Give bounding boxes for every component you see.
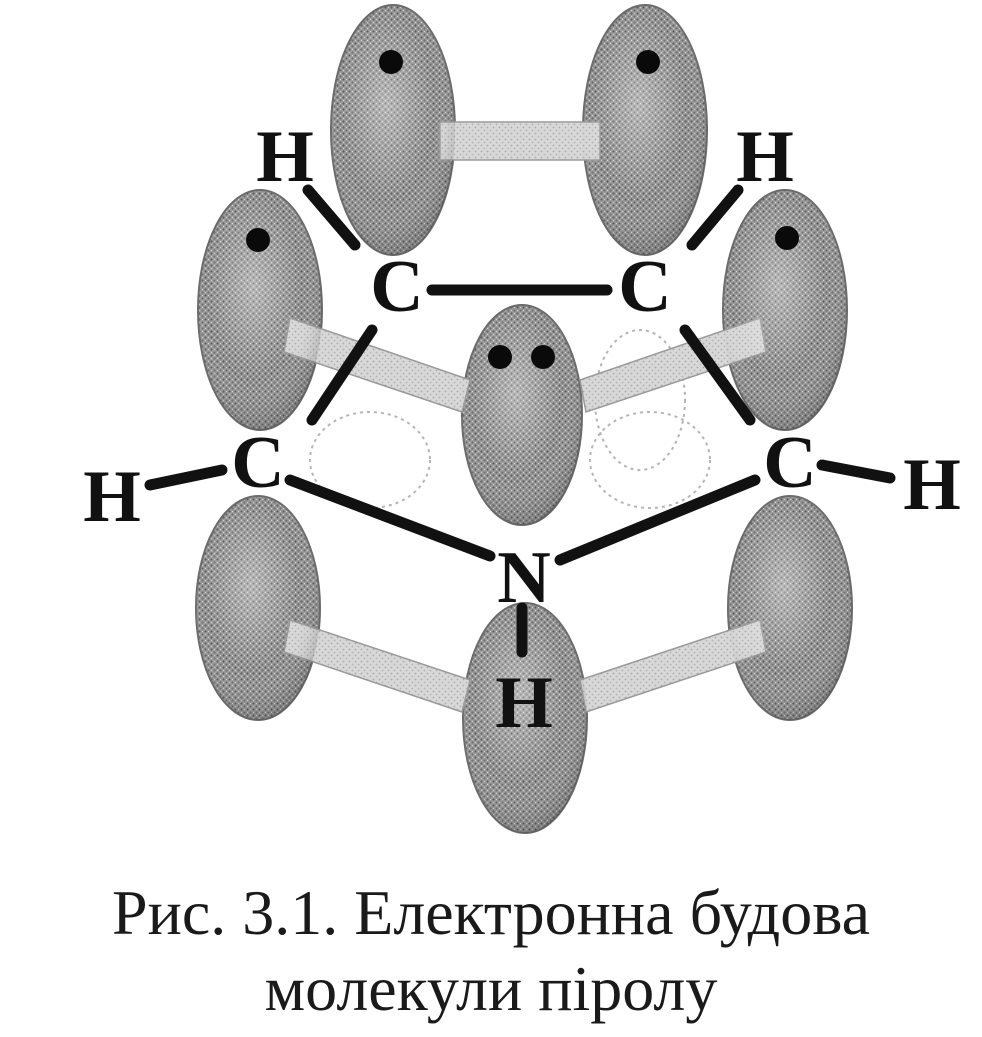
electron-left (246, 228, 270, 252)
atom-c-left: C (231, 422, 284, 504)
shade-nitrogen-lower (463, 603, 587, 833)
electron-top-left (379, 50, 403, 74)
caption-line-2: молекули піролу (264, 953, 718, 1024)
sigma-bonds (144, 184, 896, 658)
atom-h-right: H (903, 444, 961, 526)
bond-c-n-left (284, 474, 496, 562)
bond-c-n-right (554, 474, 761, 566)
shade-top-right (583, 5, 707, 255)
bond-c-h-right (816, 459, 896, 484)
sigma-orbital-right (589, 411, 711, 509)
shade-left-upper (198, 190, 322, 430)
shade-top-left (331, 5, 455, 255)
electron-top-right (636, 50, 660, 74)
bond-c-h-top-right (686, 184, 744, 251)
electron-pair-n-1 (488, 345, 512, 369)
atom-h-left: H (83, 456, 141, 538)
pyrrole-electronic-structure-diagram: C C C C N H H H H H (83, 4, 961, 834)
bond-c-h-top-left (302, 184, 361, 251)
atom-h-top-right: H (736, 116, 794, 198)
atom-h-n: H (495, 662, 553, 744)
atom-c-right: C (763, 422, 816, 504)
bond-c-h-left (144, 464, 228, 491)
atom-c-top-right: C (618, 246, 671, 328)
atom-h-top-left: H (256, 116, 314, 198)
pi-overlap-bands (283, 121, 767, 713)
electrons (246, 50, 799, 369)
caption-line-1: Рис. 3.1. Електронна будова (111, 877, 871, 948)
shade-left-lower (196, 496, 320, 720)
pi-overlap-top (439, 121, 601, 161)
atom-n: N (497, 537, 550, 619)
bond-c-c-right (679, 324, 756, 426)
shade-right-upper (723, 190, 847, 430)
atom-labels: C C C C N H H H H H (83, 116, 961, 744)
shade-nitrogen-upper (462, 305, 582, 525)
figure-caption: Рис. 3.1. Електронна будова молекули пір… (0, 875, 982, 1027)
atom-c-top-left: C (370, 246, 423, 328)
bond-c-c-left (306, 324, 378, 426)
electron-right (775, 226, 799, 250)
shade-right-lower (728, 496, 852, 720)
electron-pair-n-2 (531, 345, 555, 369)
